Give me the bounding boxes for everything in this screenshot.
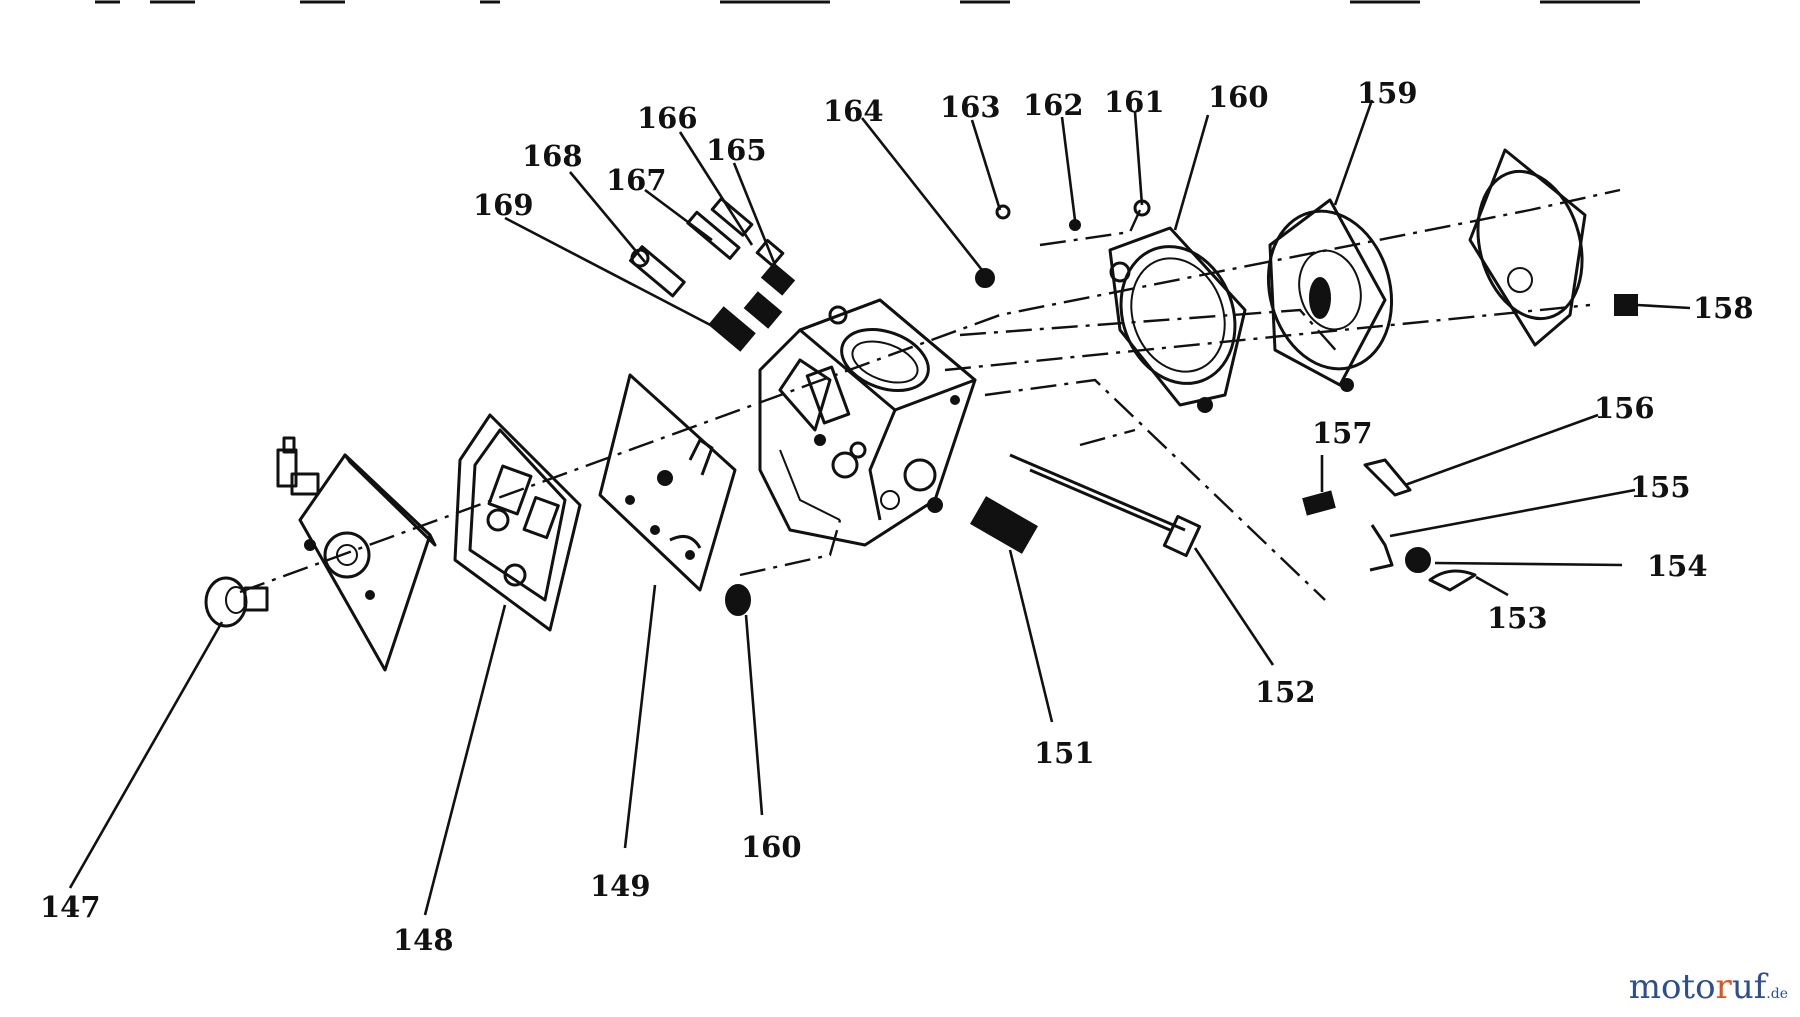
label-154: 154 bbox=[1647, 549, 1708, 583]
part-149-plate bbox=[598, 373, 737, 592]
watermark-text-tld: .de bbox=[1766, 986, 1788, 1002]
carburetor-body bbox=[758, 298, 977, 547]
label-167: 167 bbox=[606, 163, 667, 197]
watermark-text-uf: uf bbox=[1731, 967, 1767, 1007]
part-148-gasket bbox=[453, 413, 582, 632]
leader-lines bbox=[68, 99, 1691, 916]
part-151-spring bbox=[970, 496, 1038, 554]
part-diaphragm-cover bbox=[1468, 148, 1587, 347]
label-161: 161 bbox=[1104, 85, 1165, 119]
label-155: 155 bbox=[1630, 470, 1691, 504]
label-148: 148 bbox=[393, 923, 454, 957]
part-160-gasket bbox=[1108, 226, 1247, 413]
label-165: 165 bbox=[706, 133, 767, 167]
label-156: 156 bbox=[1594, 391, 1655, 425]
label-160-bottom: 160 bbox=[741, 830, 802, 864]
label-157: 157 bbox=[1312, 416, 1373, 450]
label-151: 151 bbox=[1034, 736, 1095, 770]
label-147: 147 bbox=[40, 890, 101, 924]
part-152-needle bbox=[1009, 453, 1202, 558]
label-168: 168 bbox=[522, 139, 583, 173]
label-158: 158 bbox=[1693, 291, 1754, 325]
upper-needle-parts bbox=[629, 197, 1151, 352]
label-169: 169 bbox=[473, 188, 534, 222]
part-number-labels: 147 148 149 160 151 152 153 154 155 156 … bbox=[40, 76, 1754, 957]
part-160-plug bbox=[725, 584, 751, 616]
label-149: 149 bbox=[590, 869, 651, 903]
part-159-diaphragm bbox=[1266, 198, 1394, 392]
label-162: 162 bbox=[1023, 88, 1084, 122]
watermark-text-moto: moto bbox=[1628, 967, 1716, 1007]
label-160-top: 160 bbox=[1208, 80, 1269, 114]
part-pump-cover bbox=[276, 436, 437, 672]
label-163: 163 bbox=[940, 90, 1001, 124]
label-166: 166 bbox=[637, 101, 698, 135]
label-153: 153 bbox=[1487, 601, 1548, 635]
right-lever-parts bbox=[1302, 294, 1638, 592]
label-159: 159 bbox=[1357, 76, 1418, 110]
watermark-text-r: r bbox=[1715, 967, 1732, 1007]
motoruf-watermark-logo: motoruf.de bbox=[1629, 967, 1788, 1007]
label-152: 152 bbox=[1255, 675, 1316, 709]
part-147-cap bbox=[204, 576, 269, 628]
label-164: 164 bbox=[823, 94, 884, 128]
assembly-lines bbox=[239, 188, 1621, 601]
